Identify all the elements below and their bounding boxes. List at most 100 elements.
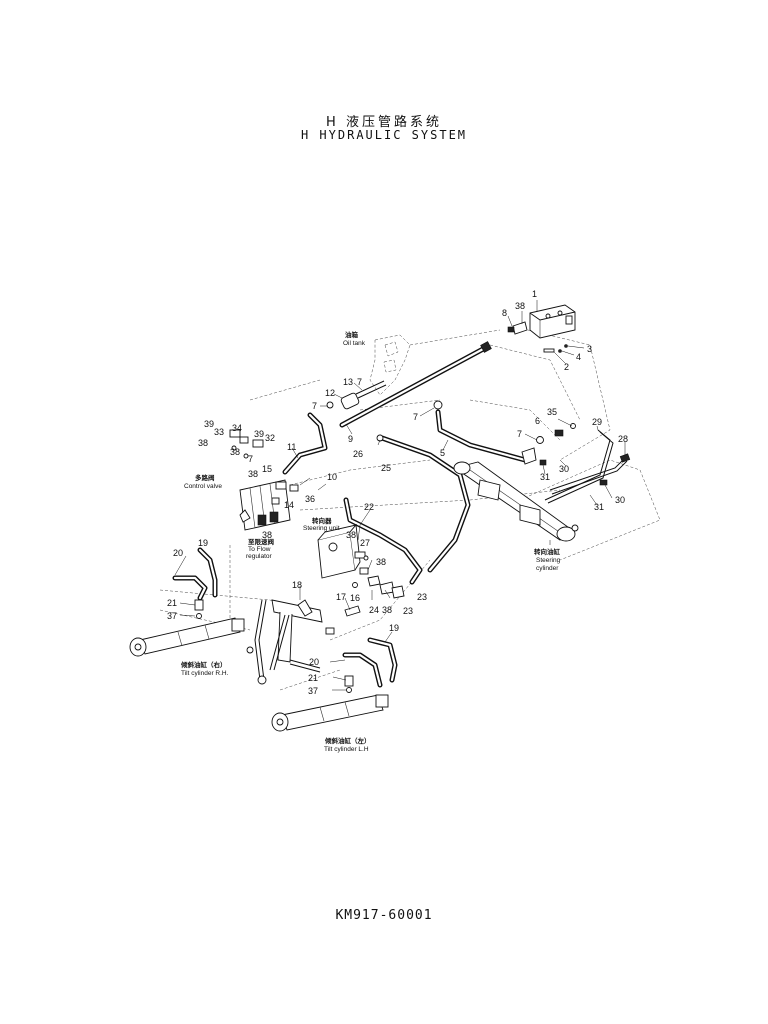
callout-21-lower: 21 bbox=[308, 673, 318, 683]
callout-24: 24 bbox=[369, 605, 379, 615]
page-title-english: H HYDRAULIC SYSTEM bbox=[300, 128, 468, 142]
callout-20-upper: 20 bbox=[173, 548, 183, 558]
callout-7-right: 7 bbox=[517, 429, 522, 439]
hose-20-upper bbox=[172, 547, 218, 619]
pump-fittings bbox=[507, 321, 568, 353]
oil-tank-label-en: Oil tank bbox=[343, 340, 366, 347]
pipe-25 bbox=[376, 434, 471, 573]
callout-38-valve-lower: 38 bbox=[262, 530, 272, 540]
oil-tank-label-cn: 油箱 bbox=[345, 330, 359, 339]
callout-30-upper: 30 bbox=[559, 464, 569, 474]
callout-18: 18 bbox=[292, 580, 302, 590]
oil-tank bbox=[369, 334, 411, 396]
assembly-lines bbox=[159, 329, 661, 691]
hose-22 bbox=[343, 497, 423, 585]
leader-lines bbox=[174, 300, 626, 691]
callout-26: 26 bbox=[353, 449, 363, 459]
tilt-cylinder-rh-label-cn: 倾斜油缸（右） bbox=[180, 660, 227, 669]
callout-7-filter: 7 bbox=[357, 377, 362, 387]
callout-38-pump: 38 bbox=[515, 301, 525, 311]
callout-31-upper: 31 bbox=[540, 472, 550, 482]
callout-12: 12 bbox=[325, 388, 335, 398]
steering-unit-label-en: Steering unit bbox=[303, 525, 340, 532]
callout-30-lower: 30 bbox=[615, 495, 625, 505]
steering-cylinder-label-cn: 转向油缸 bbox=[534, 547, 561, 556]
hose-11 bbox=[282, 412, 328, 475]
steering-unit bbox=[317, 523, 369, 579]
pipe-bracket bbox=[246, 599, 335, 685]
callout-7-valve: 7 bbox=[248, 454, 253, 464]
callout-20-lower: 20 bbox=[309, 657, 319, 667]
callout-21-upper: 21 bbox=[167, 598, 177, 608]
callout-23-upper: 23 bbox=[417, 592, 427, 602]
callout-numbers: 1 38 8 3 4 2 13 7 12 7 9 11 7 7 5 26 25 … bbox=[167, 289, 628, 696]
page-title-chinese: H 液压管路系统 bbox=[326, 115, 442, 130]
control-valve bbox=[239, 479, 291, 531]
steering-cylinder bbox=[453, 461, 579, 542]
steering-cylinder-label-en2: cylinder bbox=[536, 565, 559, 572]
callout-6: 6 bbox=[535, 416, 540, 426]
control-valve-label-cn: 多路阀 bbox=[195, 473, 215, 482]
callout-38-valve: 38 bbox=[248, 469, 258, 479]
hydraulic-pump bbox=[529, 304, 576, 339]
callout-38-mid: 38 bbox=[230, 447, 240, 457]
callout-5: 5 bbox=[440, 448, 445, 458]
flow-regulator-label-en2: regulator bbox=[246, 553, 272, 560]
callout-35: 35 bbox=[547, 407, 557, 417]
control-valve-label-en: Control valve bbox=[184, 483, 222, 490]
callout-39-right: 39 bbox=[254, 429, 264, 439]
callout-11: 11 bbox=[287, 442, 296, 452]
tilt-cylinder-rh-label-en: Tilt cylinder R.H. bbox=[181, 670, 229, 677]
callout-16: 16 bbox=[350, 593, 360, 603]
callout-38-steer-right: 38 bbox=[376, 557, 386, 567]
callout-31-lower: 31 bbox=[594, 502, 604, 512]
callout-39-left: 39 bbox=[204, 419, 214, 429]
suction-hose bbox=[339, 341, 492, 428]
callout-17: 17 bbox=[336, 592, 346, 602]
callout-19-lower: 19 bbox=[389, 623, 399, 633]
steering-unit-label-cn: 转向器 bbox=[312, 516, 332, 525]
steering-cylinder-label-en1: Steering bbox=[536, 557, 561, 564]
callout-10: 10 bbox=[327, 472, 337, 482]
hose-5 bbox=[433, 400, 537, 465]
callout-3: 3 bbox=[587, 344, 592, 354]
callout-22: 22 bbox=[364, 502, 374, 512]
callout-19-upper: 19 bbox=[198, 538, 208, 548]
tilt-cylinder-lh-label-cn: 倾斜油缸（左） bbox=[324, 736, 371, 745]
callout-4: 4 bbox=[576, 352, 581, 362]
callout-38-steer: 38 bbox=[346, 530, 356, 540]
document-number: KM917-60001 bbox=[335, 908, 433, 923]
callout-27: 27 bbox=[360, 538, 370, 548]
tilt-cylinder-lh bbox=[271, 694, 389, 732]
callout-36: 36 bbox=[305, 494, 315, 504]
callout-8: 8 bbox=[502, 308, 507, 318]
control-valve-fittings bbox=[229, 429, 299, 505]
tilt-cylinder-lh-label-en: Tilt cylinder L.H bbox=[324, 746, 369, 753]
callout-34: 34 bbox=[232, 423, 242, 433]
callout-37-lower: 37 bbox=[308, 686, 318, 696]
callout-38-left: 38 bbox=[198, 438, 208, 448]
suction-filter bbox=[326, 380, 387, 410]
flow-regulator-label-en1: To Flow bbox=[248, 546, 271, 553]
callout-37-upper: 37 bbox=[167, 611, 177, 621]
callout-14: 14 bbox=[284, 500, 294, 510]
callout-29: 29 bbox=[592, 417, 602, 427]
steering-pipes bbox=[536, 423, 631, 504]
callout-7-hose11: 7 bbox=[312, 401, 317, 411]
callout-15: 15 bbox=[262, 464, 272, 474]
steering-unit-fittings bbox=[344, 575, 405, 617]
tilt-cylinder-rh bbox=[129, 617, 245, 657]
callout-38-lower: 38 bbox=[382, 605, 392, 615]
callout-1: 1 bbox=[532, 289, 537, 299]
callout-13: 13 bbox=[343, 377, 353, 387]
callout-2: 2 bbox=[564, 362, 569, 372]
callout-33: 33 bbox=[214, 427, 224, 437]
callout-23-lower: 23 bbox=[403, 606, 413, 616]
callout-7-hose5: 7 bbox=[413, 412, 418, 422]
hose-20-lower bbox=[342, 637, 398, 693]
callout-28: 28 bbox=[618, 434, 628, 444]
component-labels: 油箱 Oil tank 多路阀 Control valve 至限速阀 To Fl… bbox=[180, 330, 561, 753]
callout-32: 32 bbox=[265, 433, 275, 443]
flow-regulator-label-cn: 至限速阀 bbox=[248, 537, 275, 546]
